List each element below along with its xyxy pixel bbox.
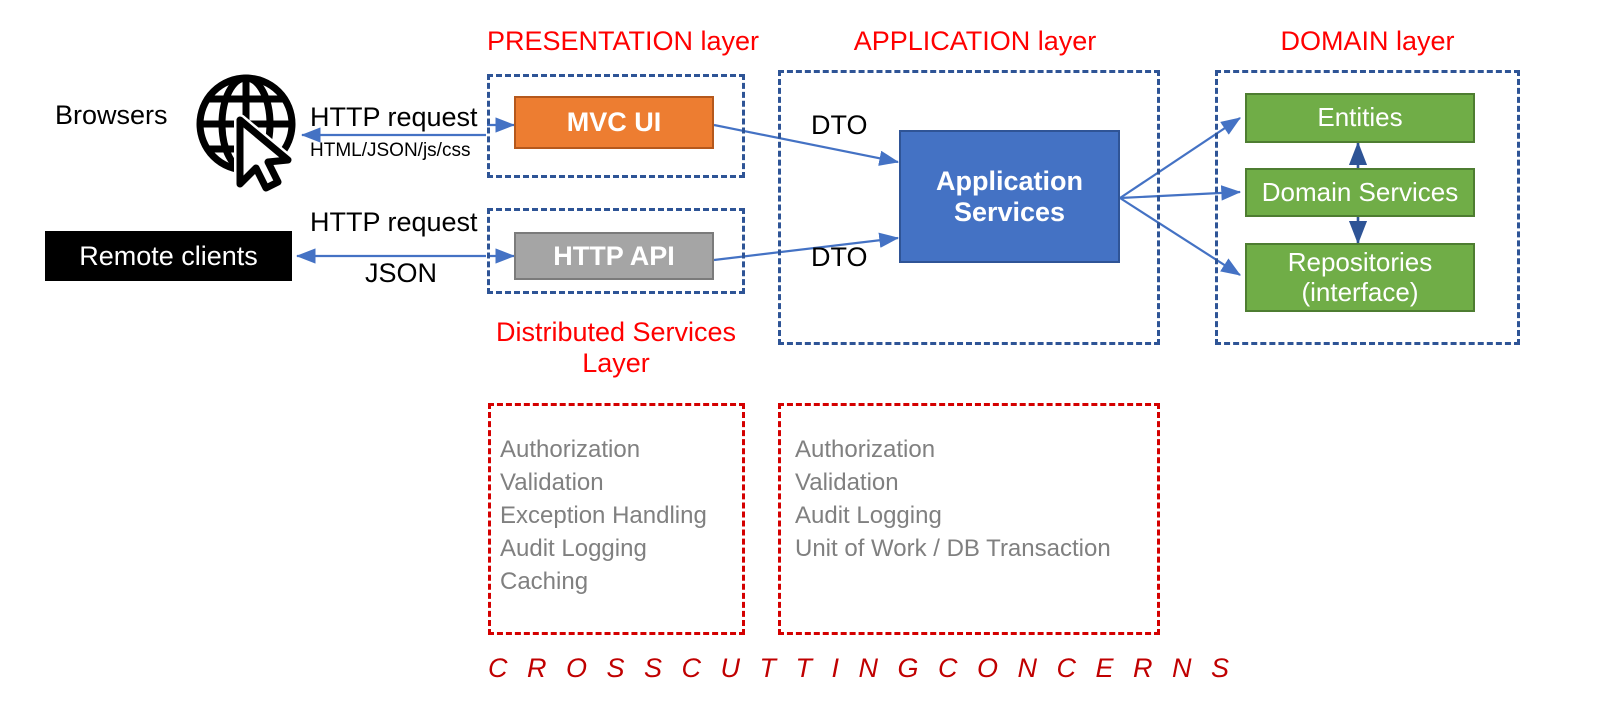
- concern-item: Caching: [500, 568, 589, 596]
- remote-response-label: JSON: [365, 258, 438, 288]
- distributed-services-layer-title: Distributed Services Layer: [487, 317, 745, 379]
- application-layer-title: APPLICATION layer: [853, 26, 1097, 56]
- dto-bottom-label: DTO: [811, 242, 868, 272]
- concern-item: Validation: [500, 469, 604, 497]
- distributed-services-title-line2: Layer: [582, 348, 650, 379]
- presentation-layer-title: PRESENTATION layer: [487, 26, 760, 56]
- globe-cursor-icon: [196, 74, 296, 194]
- domain-layer-container: [1215, 70, 1520, 345]
- arrow-appservices-to-repositories: [1119, 197, 1241, 276]
- repositories-line1: Repositories: [1287, 247, 1433, 278]
- concern-item: Audit Logging: [500, 535, 647, 563]
- concern-item: Validation: [795, 469, 899, 497]
- repositories-box[interactable]: Repositories (interface): [1245, 243, 1475, 312]
- remote-clients-box[interactable]: Remote clients: [45, 231, 292, 281]
- cross-cutting-concerns-caption: C R O S S C U T T I N G C O N C E R N S: [488, 653, 1236, 683]
- presentation-api-container: [487, 208, 745, 294]
- domain-layer-title: DOMAIN layer: [1280, 26, 1455, 56]
- http-api-box[interactable]: HTTP API: [514, 232, 714, 280]
- presentation-mvc-container: [487, 74, 745, 178]
- concern-item: Unit of Work / DB Transaction: [795, 535, 1111, 563]
- browser-http-request-label: HTTP request: [310, 102, 478, 132]
- remote-http-request-label: HTTP request: [310, 207, 478, 237]
- distributed-concerns-container: [488, 403, 745, 635]
- application-layer-container: [778, 70, 1160, 345]
- concern-item: Exception Handling: [500, 502, 707, 530]
- distributed-services-title-line1: Distributed Services: [495, 317, 737, 347]
- distributed-concerns-list: Authorization Validation Exception Handl…: [500, 433, 707, 599]
- domain-services-box[interactable]: Domain Services: [1245, 168, 1475, 217]
- browser-response-label: HTML/JSON/js/css: [310, 140, 471, 161]
- application-services-line1: Application: [936, 166, 1083, 197]
- application-concerns-list: Authorization Validation Audit Logging U…: [795, 433, 1111, 565]
- browsers-label: Browsers: [55, 100, 168, 130]
- concern-item: Audit Logging: [795, 502, 942, 530]
- arrow-appservices-to-entities: [1119, 117, 1241, 199]
- repositories-line2: (interface): [1301, 276, 1419, 307]
- dto-top-label: DTO: [811, 110, 868, 140]
- application-services-box[interactable]: Application Services: [899, 130, 1120, 263]
- application-services-line2: Services: [953, 196, 1066, 227]
- concern-item: Authorization: [500, 436, 641, 463]
- arrow-appservices-to-domain-services: [1119, 185, 1242, 201]
- concern-item: Authorization: [795, 436, 936, 463]
- entities-box[interactable]: Entities: [1245, 93, 1475, 143]
- mvc-ui-box[interactable]: MVC UI: [514, 96, 714, 149]
- application-concerns-container: [778, 403, 1160, 635]
